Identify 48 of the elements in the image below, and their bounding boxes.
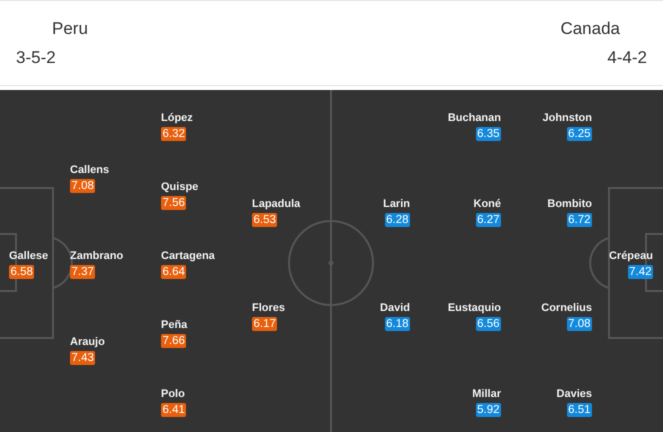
player-name: David	[380, 301, 410, 315]
player-name: Koné	[474, 197, 501, 211]
player-name: Davies	[556, 387, 592, 401]
player-name: Peña	[161, 318, 188, 332]
player-name: Cartagena	[161, 249, 215, 263]
rating-badge: 7.08	[566, 317, 592, 331]
team-name: Peru	[52, 19, 88, 39]
player-name: Araujo	[70, 335, 105, 349]
rating-badge: 6.64	[161, 265, 186, 279]
rating-badge: 6.53	[252, 213, 278, 227]
player-name: Polo	[161, 387, 185, 401]
rating-badge: 7.66	[161, 334, 186, 348]
rating-badge: 7.43	[70, 351, 96, 365]
rating-badge: 7.37	[70, 265, 96, 279]
player-name: López	[161, 111, 193, 125]
player-name: Lapadula	[252, 197, 300, 211]
rating-badge: 6.72	[566, 213, 592, 227]
rating-badge: 6.18	[384, 317, 410, 331]
rating-badge: 6.28	[384, 213, 410, 227]
player-name: Quispe	[161, 180, 198, 194]
player-name: Millar	[472, 387, 501, 401]
rating-badge: 6.56	[476, 317, 501, 331]
rating-badge: 6.25	[566, 127, 592, 141]
rating-badge: 6.51	[566, 403, 592, 417]
player-name: Flores	[252, 301, 286, 315]
rating-badge: 6.27	[476, 213, 501, 227]
rating-badge: 7.56	[161, 196, 186, 210]
rating-badge: 6.58	[9, 265, 34, 279]
rating-badge: 6.17	[252, 317, 278, 331]
rating-badge: 6.41	[161, 403, 186, 417]
player-name: Johnston	[542, 111, 592, 125]
rating-badge: 5.92	[476, 403, 501, 417]
rating-badge: 7.42	[628, 265, 653, 279]
player-name: Buchanan	[448, 111, 501, 125]
formation: 4-4-2	[607, 48, 647, 68]
player-name: Gallese	[9, 249, 48, 263]
formation: 3-5-2	[16, 48, 56, 68]
team-name: Canada	[560, 19, 620, 39]
player-name: Larin	[383, 197, 410, 211]
player-name: Bombito	[547, 197, 592, 211]
player-name: Eustaquio	[448, 301, 501, 315]
rating-badge: 6.35	[476, 127, 501, 141]
rating-badge: 6.32	[161, 127, 186, 141]
player-name: Callens	[70, 163, 110, 177]
player-name: Zambrano	[70, 249, 124, 263]
player-name: Cornelius	[541, 301, 592, 315]
player-name: Crépeau	[608, 249, 653, 263]
rating-badge: 7.08	[70, 179, 96, 193]
